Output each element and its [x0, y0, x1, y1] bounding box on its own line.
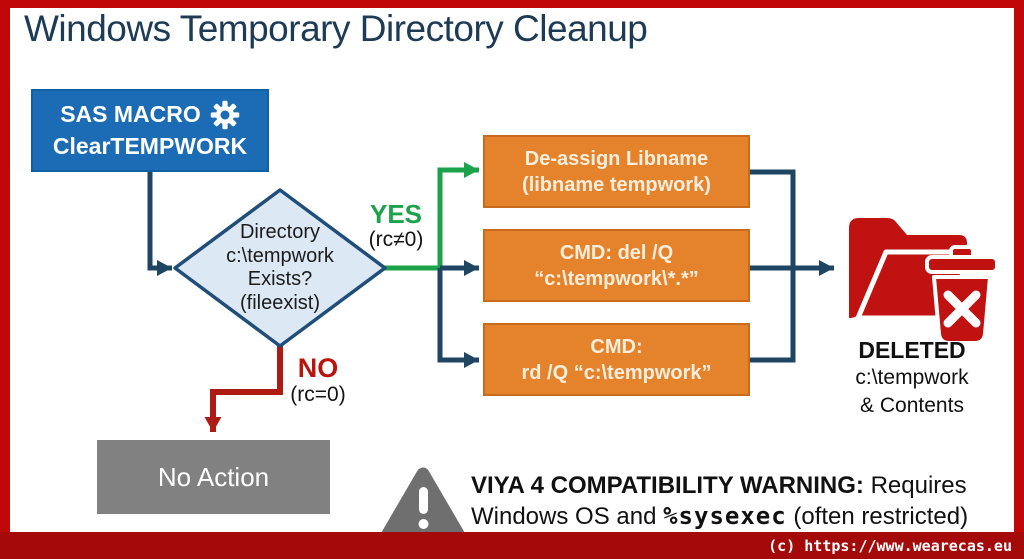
decision-diamond [173, 188, 387, 348]
connector-no-branch [204, 346, 283, 432]
yes-condition: (rc≠0) [368, 228, 424, 251]
warning-line2-pre: Windows OS and [471, 503, 664, 530]
macro-box: SAS MACRO Cle [31, 89, 269, 172]
action-box-deassign-libname: De-assign Libname (libname tempwork) [483, 135, 750, 208]
warning-after-title: Requires [863, 472, 967, 499]
decision-line: c:\tempwork [226, 244, 334, 267]
connector-to-rd-box [437, 268, 479, 368]
deleted-contents: & Contents [860, 394, 964, 417]
frame-border-left [0, 0, 10, 559]
no-branch-label: NO (rc=0) [280, 355, 356, 408]
yes-label: YES [369, 199, 423, 229]
action-line: De-assign Libname [524, 147, 709, 170]
decision-text: Directory c:\tempwork Exists? (fileexist… [195, 221, 365, 315]
macro-box-name: SAS MACRO [60, 101, 201, 128]
decision-line: (fileexist) [239, 291, 320, 314]
no-action-box: No Action [97, 440, 330, 514]
connector-yes-branch [384, 162, 479, 271]
frame-border-right [1014, 0, 1024, 559]
deleted-caption: DELETED c:\tempwork & Contents [828, 336, 996, 420]
warning-triangle-icon [381, 467, 465, 541]
frame-border-top [0, 0, 1024, 8]
action-box-cmd-rd: CMD: rd /Q “c:\tempwork” [483, 323, 750, 396]
warning-title: VIYA 4 COMPATIBILITY WARNING: [471, 472, 864, 499]
action-line: rd /Q “c:\tempwork” [521, 361, 712, 384]
copyright-text: (c) https://www.wearecas.eu [768, 536, 1012, 555]
gear-icon [210, 100, 240, 130]
decision-line: Exists? [247, 268, 313, 291]
no-condition: (rc=0) [290, 383, 346, 406]
connector-macro-to-decision [147, 172, 172, 276]
action-line: CMD: del /Q [559, 241, 674, 264]
action-box-cmd-del: CMD: del /Q “c:\tempwork\*.*” [483, 229, 750, 302]
trash-icon [925, 245, 999, 345]
action-line: CMD: [590, 335, 643, 358]
action-line: “c:\tempwork\*.*” [534, 267, 699, 290]
no-label: NO [297, 353, 339, 383]
macro-box-macro-name: ClearTEMPWORK [52, 132, 248, 159]
decision-line: Directory [239, 221, 320, 243]
warning-code: %sysexec [663, 502, 787, 530]
warning-text: VIYA 4 COMPATIBILITY WARNING: Requires W… [471, 471, 1019, 532]
page-title: Windows Temporary Directory Cleanup [24, 8, 648, 49]
warning-line2-post: (often restricted) [786, 503, 969, 530]
deleted-title: DELETED [858, 337, 966, 363]
deleted-path: c:\tempwork [855, 366, 969, 389]
action-line: (libname tempwork) [522, 173, 711, 196]
yes-branch-label: YES (rc≠0) [350, 201, 442, 253]
footer-bar: (c) https://www.wearecas.eu [0, 532, 1024, 559]
no-action-label: No Action [157, 461, 270, 492]
